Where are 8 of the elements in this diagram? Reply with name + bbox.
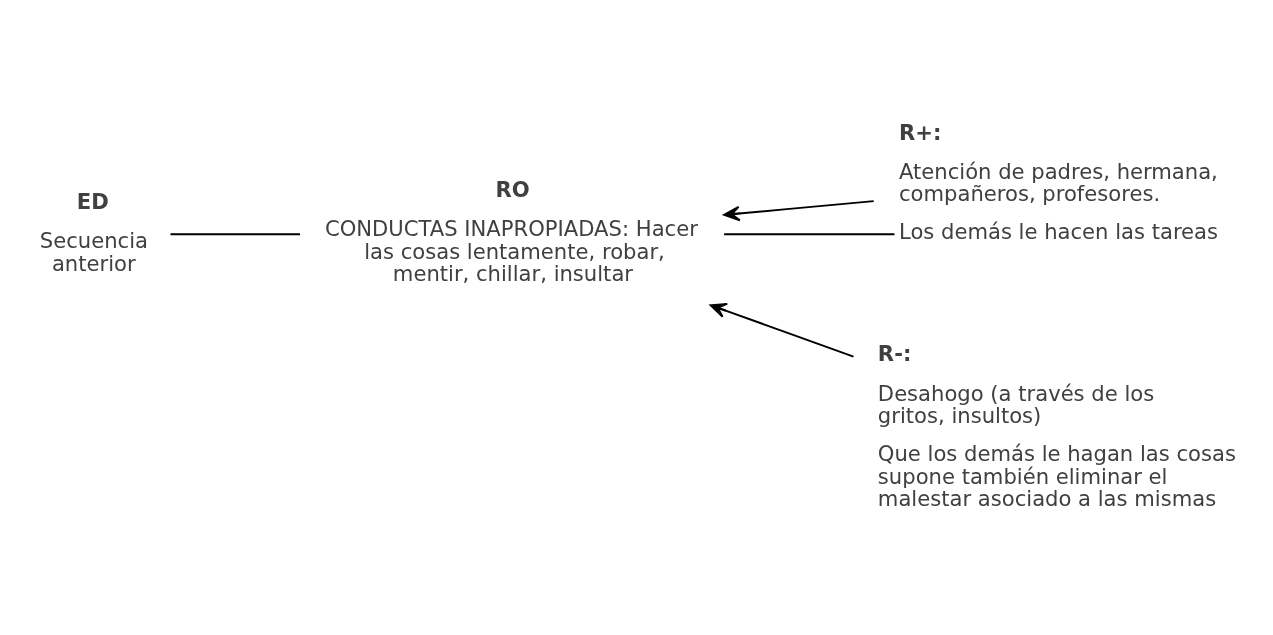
node-text: ED Secuencia anterior — [39, 188, 148, 276]
node-text: RO CONDUCTAS INAPROPIADAS: Hacer las cosas lentamente, robar, mentir, chillar, insultar — [324, 176, 698, 286]
arrow — [709, 302, 855, 358]
node-text: R+: Atención de padres, hermana, compañeros, profesores. Los demás le hacen las tareas — [899, 119, 1219, 244]
connector — [723, 232, 896, 235]
node-text: R-: Desahogo (a través de los gritos, insultos) Que los demás le hagan las cosas supone también eliminar el malestar asociado a las mismas — [877, 340, 1236, 511]
connector — [169, 232, 301, 235]
arrow — [723, 199, 875, 221]
